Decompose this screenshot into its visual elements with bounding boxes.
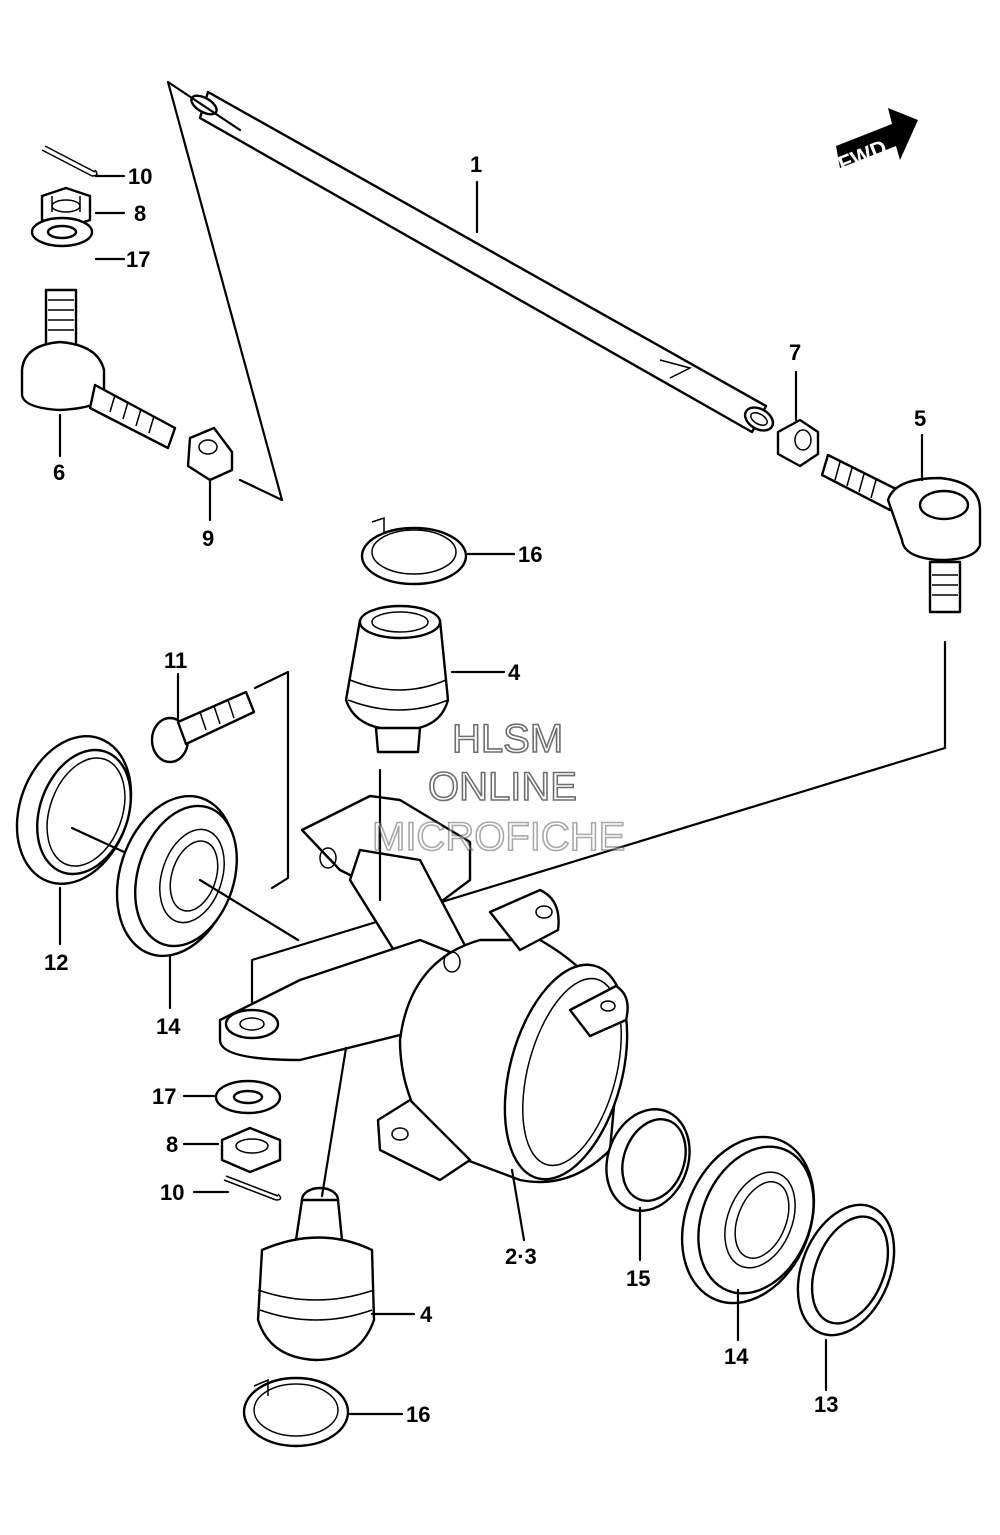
callout-11: 11	[164, 648, 187, 673]
bracket-line-left	[166, 80, 284, 502]
callout-4-bottom: 4	[420, 1302, 433, 1327]
callout-leaders	[58, 174, 924, 1416]
bearing-left	[115, 794, 238, 958]
callout-17-lower: 17	[152, 1084, 176, 1109]
cotter-pin-lower	[223, 1175, 282, 1201]
callout-16-bottom: 16	[406, 1402, 430, 1427]
watermark-line1: HLSM	[452, 717, 563, 761]
callout-labels: 1 5 7 10 8 17 6 9 16 4 11 12 14 17 8 10 …	[44, 152, 926, 1427]
fwd-arrow-icon: FWD	[835, 108, 918, 177]
callout-9: 9	[202, 526, 214, 551]
circlip-top	[360, 516, 468, 586]
callout-4-top: 4	[508, 660, 521, 685]
callout-5: 5	[914, 406, 926, 431]
washer-top	[30, 216, 94, 248]
ball-joint-top	[344, 604, 450, 754]
callout-2-3: 2·3	[505, 1244, 537, 1269]
bearing-right	[680, 1135, 816, 1305]
leader-line-14a	[198, 878, 300, 942]
callout-10-top: 10	[128, 164, 152, 189]
callout-17-top: 17	[126, 247, 150, 272]
tie-rod-end-left	[20, 288, 177, 450]
leader-line-12	[70, 826, 126, 854]
oil-seal-13	[796, 1203, 896, 1337]
callout-13: 13	[814, 1392, 838, 1417]
steering-knuckle	[218, 794, 629, 1184]
callout-14-left: 14	[156, 1014, 181, 1039]
castle-nut-lower	[220, 1126, 282, 1174]
tie-rod	[190, 90, 775, 434]
callout-10-lower: 10	[160, 1180, 184, 1205]
callout-12: 12	[44, 950, 68, 975]
spacer-15	[605, 1108, 691, 1212]
bolt-11	[150, 690, 256, 764]
callout-8-top: 8	[134, 201, 146, 226]
callout-8-lower: 8	[166, 1132, 178, 1157]
cotter-pin-top	[41, 145, 98, 177]
washer-lower	[214, 1079, 282, 1115]
callout-1: 1	[470, 152, 482, 177]
bracket-line-right	[250, 640, 947, 1012]
watermark-line2: ONLINE	[428, 765, 577, 809]
bracket-line-11	[253, 670, 290, 890]
watermark-line3: MICROFICHE	[372, 815, 625, 859]
callout-15: 15	[626, 1266, 650, 1291]
circlip-bottom	[242, 1376, 350, 1448]
nut-9	[186, 426, 234, 482]
watermark: HLSM ONLINE MICROFICHE	[371, 716, 626, 860]
callout-7: 7	[789, 340, 801, 365]
ball-joint-bottom	[256, 1186, 376, 1362]
callout-6: 6	[53, 460, 65, 485]
nut-7	[776, 418, 820, 468]
callout-14-right: 14	[724, 1344, 749, 1369]
oil-seal-12	[15, 735, 133, 885]
callout-16-top: 16	[518, 542, 542, 567]
tie-rod-end-right	[820, 453, 982, 614]
